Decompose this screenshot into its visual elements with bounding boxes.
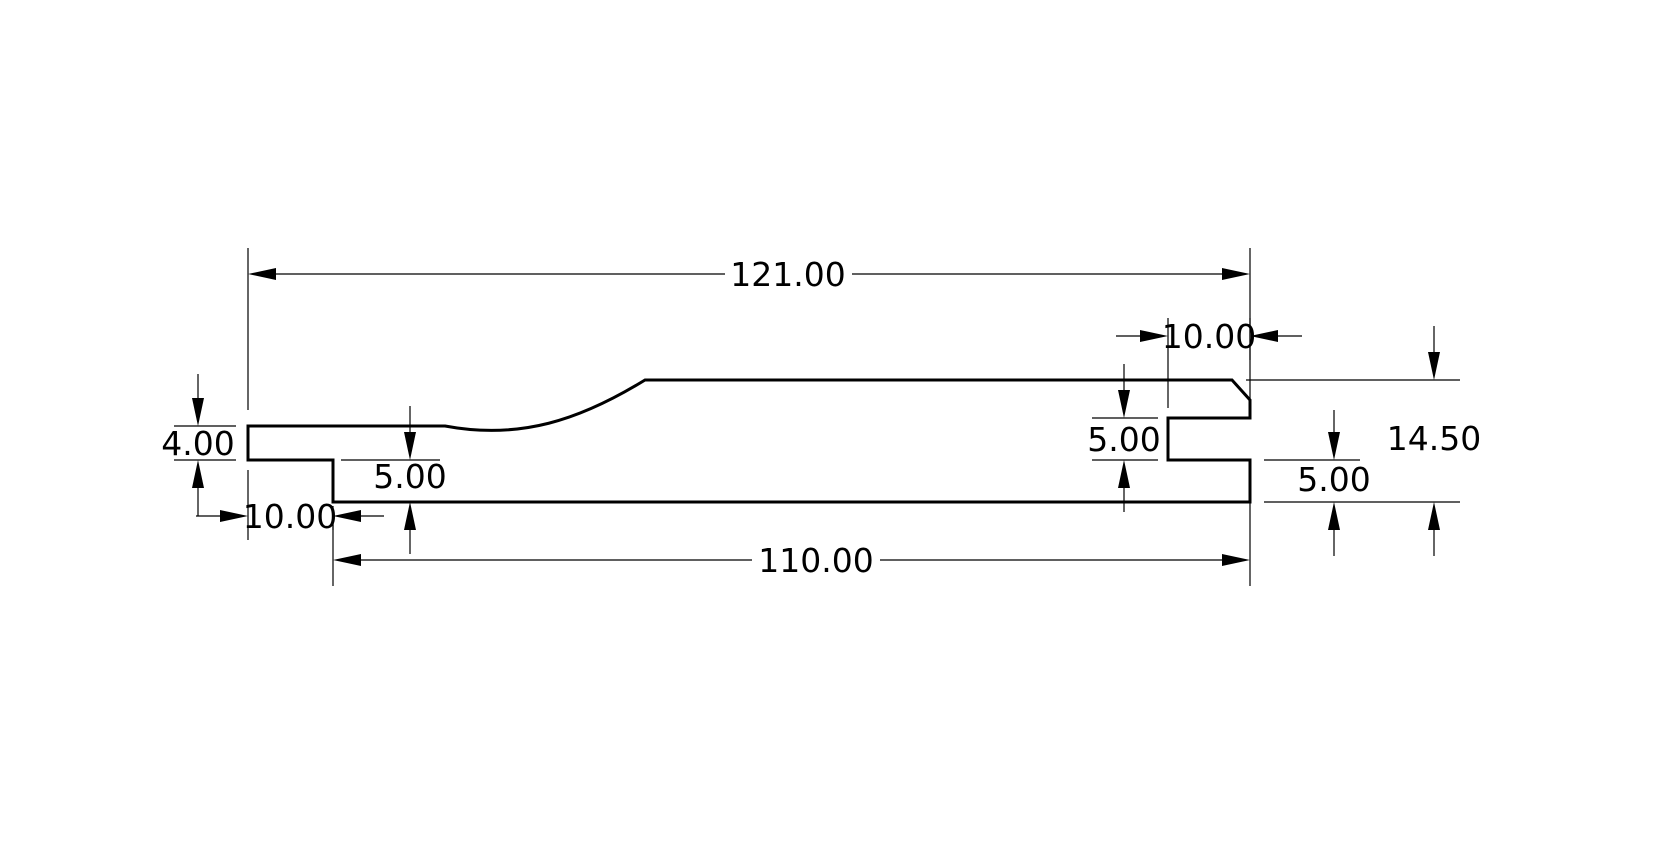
dim-overall-height: 14.50: [1246, 326, 1481, 556]
dim-overall-length: 121.00: [247, 248, 1251, 410]
dim-text-overall-height: 14.50: [1387, 419, 1481, 458]
dim-text-overall-length: 121.00: [730, 255, 845, 294]
dim-groove-height: 5.00: [1087, 364, 1161, 512]
dim-text-groove-depth: 10.00: [1162, 317, 1256, 356]
dim-text-groove-bottom-lip: 5.00: [1297, 460, 1370, 499]
part-profile: [246, 378, 1252, 504]
dim-tongue-offset: 10.00: [196, 470, 384, 540]
dim-text-left-shoulder-height: 5.00: [373, 457, 446, 496]
dim-text-groove-height: 5.00: [1087, 420, 1160, 459]
dim-text-bottom-length: 110.00: [758, 541, 873, 580]
dim-tongue-thickness: 4.00: [161, 374, 236, 516]
dim-left-shoulder-height: 5.00: [341, 406, 447, 554]
dim-groove-depth: 10.00: [1116, 317, 1302, 408]
dim-text-tongue-offset: 10.00: [243, 497, 337, 536]
dim-text-tongue-thickness: 4.00: [161, 424, 234, 463]
dim-groove-bottom-lip: 5.00: [1264, 410, 1460, 556]
dim-bottom-length: 110.00: [332, 482, 1251, 586]
